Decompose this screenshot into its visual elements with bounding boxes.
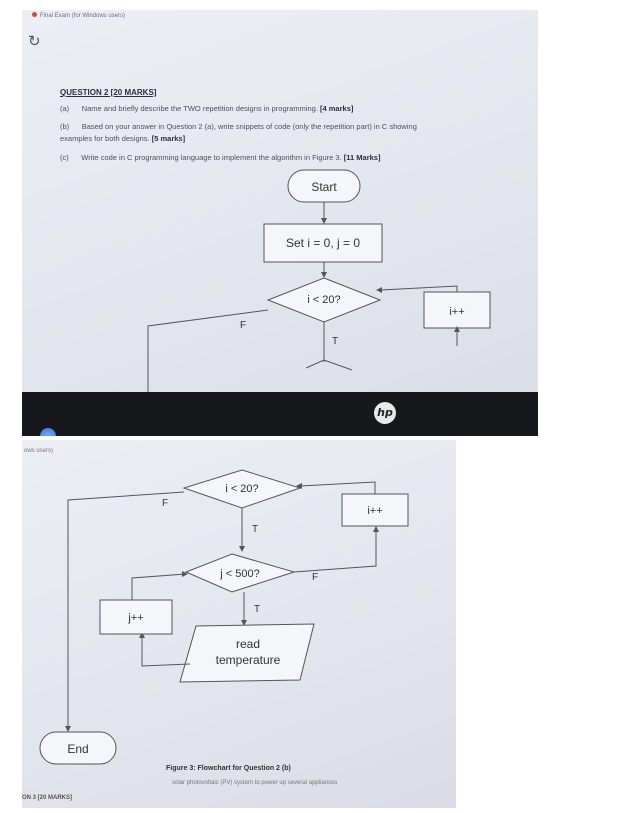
figure-caption: Figure 3: Flowchart for Question 2 (b)	[166, 765, 291, 772]
question-c-marks: [11 Marks]	[343, 153, 381, 162]
init-label: Set i = 0, j = 0	[286, 236, 360, 250]
cut-tab-title: ows users)	[24, 448, 54, 454]
decision-i-2-label: i < 20?	[225, 483, 258, 495]
screen-top	[22, 10, 538, 436]
next-question-heading: ON 3 [20 MARKS]	[22, 795, 73, 801]
flowchart-bottom: i < 20? F T j < 500? F i++ T read temper…	[39, 469, 409, 772]
arrowhead-inc-i-icon	[373, 526, 379, 532]
arrowhead-up-icon	[454, 326, 460, 332]
question-heading: QUESTION 2 [20 MARKS]	[60, 88, 157, 97]
tab-favicon-icon	[32, 12, 37, 17]
arrowhead-inc-j-icon	[139, 632, 145, 638]
true-label-top: T	[332, 336, 338, 347]
question-c-label: (c)	[60, 153, 69, 162]
question-b-label: (b)	[60, 122, 70, 131]
flowchart-top: Start Set i = 0, j = 0 i < 20? F T i++	[147, 169, 491, 410]
arrowhead-loop-2-icon	[296, 483, 302, 489]
false-label-2: F	[162, 498, 168, 509]
false-path-j	[293, 528, 377, 573]
decision-i-label: i < 20?	[307, 294, 340, 306]
init-process	[263, 223, 383, 263]
increment-i-label: i++	[449, 306, 464, 318]
arrowhead-loop-icon	[376, 287, 382, 293]
increment-i-box-2	[341, 493, 409, 527]
tab-title-text: Final Exam (for Windows users)	[40, 13, 126, 19]
loop-back-i-2	[299, 481, 376, 494]
true-label-j: T	[254, 604, 260, 615]
increment-i-box	[423, 291, 491, 329]
question-b: (b) Based on your answer in Question 2 (…	[60, 122, 417, 131]
question-a-label: (a)	[60, 104, 70, 113]
io-line-1: read	[236, 637, 260, 651]
increment-i-label-2: i++	[367, 505, 382, 517]
false-label-top: F	[240, 320, 246, 331]
loop-back-i	[379, 285, 458, 292]
question-b-marks: [5 marks]	[151, 134, 186, 143]
arrowhead-cond-icon	[321, 272, 327, 278]
read-temperature-io	[179, 623, 315, 683]
false-label-j: F	[312, 572, 318, 583]
question-b-text-cont: examples for both designs.	[60, 134, 150, 143]
arrowhead-init-icon	[321, 218, 327, 224]
taskbar-app-icon[interactable]	[40, 428, 56, 436]
arrowhead-read-icon	[241, 620, 247, 626]
end-terminator	[39, 731, 117, 765]
io-line-2: temperature	[216, 653, 281, 667]
question-c-text: Write code in C programming language to …	[81, 153, 342, 162]
question-a-marks: [4 marks]	[320, 104, 354, 113]
decision-j	[184, 553, 296, 593]
merge-lines	[305, 359, 353, 371]
laptop-bezel	[22, 392, 538, 436]
question-a: (a) Name and briefly describe the TWO re…	[60, 104, 353, 113]
false-path-left	[147, 309, 269, 410]
reload-icon[interactable]: ↻	[28, 33, 41, 50]
path-to-inc-j	[141, 634, 191, 667]
false-path-end	[67, 491, 185, 730]
increment-j-label: j++	[127, 612, 143, 624]
photo-top: Final Exam (for Windows users) ↻ QUESTIO…	[22, 10, 538, 436]
next-question-text: solar photovoltaic (PV) system to power …	[172, 780, 338, 786]
end-label: End	[67, 742, 88, 756]
start-label: Start	[311, 180, 337, 194]
increment-j-box	[99, 599, 173, 635]
arrowhead-end-icon	[65, 726, 71, 732]
question-b-cont: examples for both designs. [5 marks]	[60, 134, 185, 143]
question-c: (c) Write code in C programming language…	[60, 153, 380, 162]
question-b-text: Based on your answer in Question 2 (a), …	[81, 122, 417, 131]
true-label-2: T	[252, 524, 258, 535]
window-tab[interactable]: Final Exam (for Windows users)	[32, 12, 125, 19]
decision-j-label: j < 500?	[219, 568, 259, 580]
loop-back-j	[131, 573, 187, 600]
photo-bottom: ows users) i < 20? F T j < 500? F i++ T …	[22, 440, 456, 808]
hp-logo: hp	[374, 402, 396, 424]
arrowhead-loop-j-icon	[182, 571, 188, 577]
arrowhead-j-icon	[239, 546, 245, 552]
question-a-text: Name and briefly describe the TWO repeti…	[81, 104, 318, 113]
